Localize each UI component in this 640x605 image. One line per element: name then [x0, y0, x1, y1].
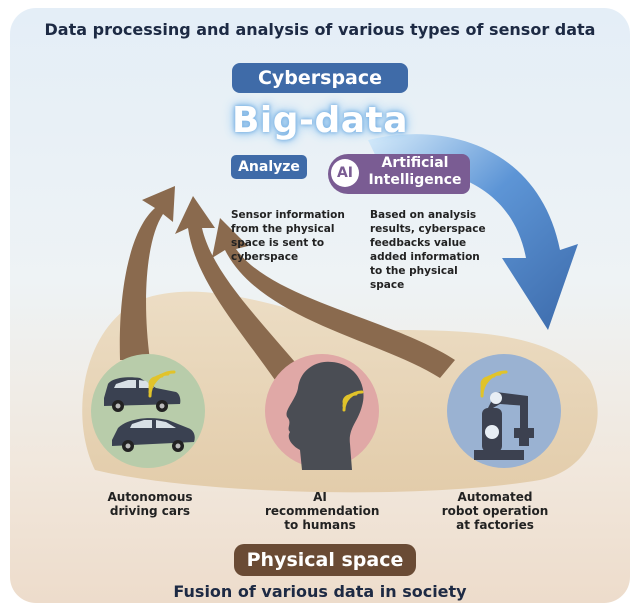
caption-cars: Autonomous driving cars — [107, 490, 193, 518]
caption-robot-operation: Automated robot operation at factories — [441, 490, 549, 532]
ai-icon: AI — [331, 159, 359, 187]
physical-space-label: Physical space — [234, 544, 416, 576]
feedback-description: Based on analysis results, cyberspace fe… — [370, 209, 486, 291]
car-icon — [91, 354, 205, 468]
analyze-badge: Analyze — [231, 155, 307, 179]
diagram-title: Data processing and analysis of various … — [44, 20, 596, 39]
upload-arrows — [119, 186, 455, 380]
feedback-arrow — [368, 134, 578, 330]
cyberspace-label: Cyberspace — [232, 63, 408, 93]
robot-arm-icon — [447, 354, 561, 468]
brown-arrow-middle — [175, 196, 300, 380]
ai-label: Artificial Intelligence — [368, 155, 462, 188]
brown-arrow-outer — [119, 186, 175, 360]
big-data-heading: Big-data — [231, 100, 409, 141]
brown-arrow-inner — [212, 218, 455, 378]
human-head-icon — [265, 354, 379, 470]
upload-description: Sensor information from the physical spa… — [231, 209, 345, 263]
diagram-footer: Fusion of various data in society — [173, 582, 467, 601]
ai-badge: AI Artificial Intelligence — [328, 154, 470, 194]
caption-ai-recommendation: AI recommendation to humans — [265, 490, 380, 532]
